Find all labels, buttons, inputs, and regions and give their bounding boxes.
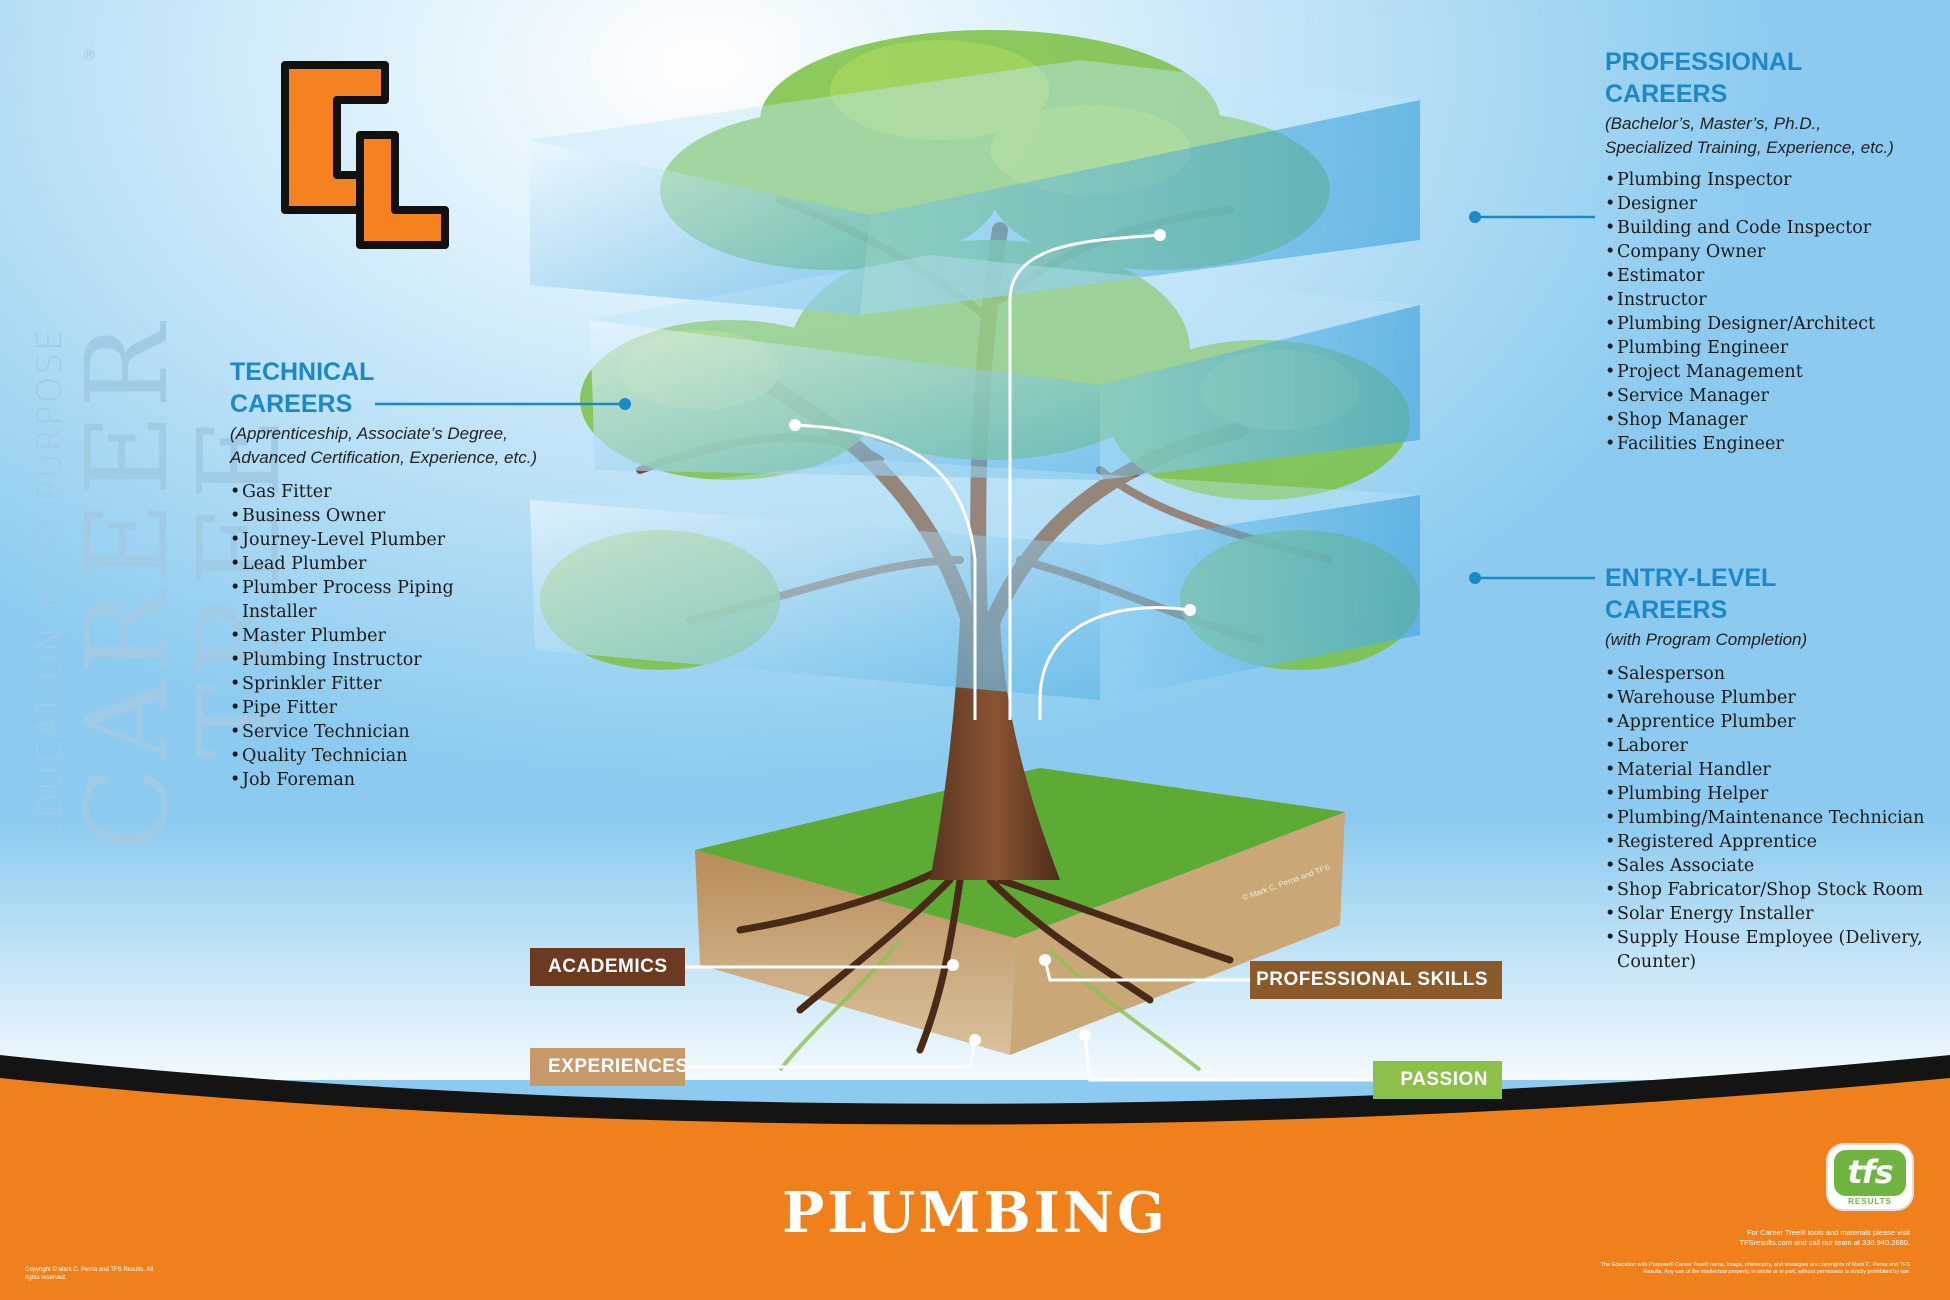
entry-heading-line2: CAREERS [1605,596,1728,624]
entry-subheading: (with Program Completion) [1605,628,1935,652]
root-label-professional-skills: PROFESSIONAL SKILLS [1250,961,1502,999]
list-item: Instructor [1605,288,1935,312]
list-item: Business Owner [230,504,490,528]
professional-heading-line1: PROFESSIONAL [1605,48,1803,76]
list-item: Apprentice Plumber [1605,710,1935,734]
technical-heading: TECHNICAL CAREERS [230,356,610,420]
root-label-experiences-text: EXPERIENCES [548,1056,689,1077]
list-item: Shop Fabricator/Shop Stock Room [1605,878,1935,902]
entry-sub-line1: (with Program Completion) [1605,630,1808,649]
list-item: Designer [1605,192,1935,216]
list-item: Gas Fitter [230,480,490,504]
list-item: Plumbing Instructor [230,648,490,672]
professional-career-list: Plumbing Inspector Designer Building and… [1605,168,1935,456]
entry-level-careers-block: ENTRY-LEVEL CAREERS (with Program Comple… [1605,562,1935,974]
professional-sub-line2: Specialized Training, Experience, etc.) [1605,138,1894,157]
list-item: Building and Code Inspector [1605,216,1935,240]
professional-careers-block: PROFESSIONAL CAREERS (Bachelor’s, Master… [1605,46,1935,456]
technical-subheading: (Apprenticeship, Associate’s Degree, Adv… [230,422,610,470]
professional-heading: PROFESSIONAL CAREERS [1605,46,1935,110]
footer-cta: For Career Tree® tools and materials ple… [1660,1228,1910,1248]
entry-heading: ENTRY-LEVEL CAREERS [1605,562,1935,626]
list-item: Service Technician [230,720,490,744]
footer-copyright: Copyright © Mark C. Perna and TFS Result… [25,1266,165,1282]
professional-heading-line2: CAREERS [1605,80,1728,108]
root-label-passion-text: PASSION [1400,1069,1488,1090]
entry-heading-line1: ENTRY-LEVEL [1605,564,1777,592]
footer-cta-line1: For Career Tree® tools and materials ple… [1746,1228,1910,1237]
tfs-results-logo: tfs RESULTS [1828,1145,1912,1209]
root-label-academics: ACADEMICS [530,948,685,986]
list-item: Facilities Engineer [1605,432,1935,456]
school-logo [281,61,449,249]
footer-cta-line2: TFSresults.com and call our team at 330.… [1739,1238,1910,1247]
career-tree-brand: EDUCATION WITH PURPOSE CAREER TREE [30,265,305,905]
technical-heading-line1: TECHNICAL [230,358,375,386]
footer-copyright-text: Copyright © Mark C. Perna and TFS Result… [25,1267,154,1281]
root-label-academics-text: ACADEMICS [548,956,668,977]
list-item: Service Manager [1605,384,1935,408]
list-item: Master Plumber [230,624,490,648]
list-item: Plumbing Engineer [1605,336,1935,360]
list-item: Salesperson [1605,662,1935,686]
list-item: Laborer [1605,734,1935,758]
list-item: Journey-Level Plumber [230,528,490,552]
list-item: Job Foreman [230,768,490,792]
tfs-logo-sub: RESULTS [1848,1197,1892,1206]
entry-career-list: Salesperson Warehouse Plumber Apprentice… [1605,662,1935,974]
list-item: Plumbing Inspector [1605,168,1935,192]
footer-legal: The Education with Purpose® Career Tree®… [1590,1262,1910,1276]
list-item: Quality Technician [230,744,490,768]
tier-technical [590,255,1420,480]
program-title: PLUMBING [782,1180,1168,1246]
list-item: Project Management [1605,360,1935,384]
trademark-mark: ® [82,48,96,64]
list-item: Lead Plumber [230,552,490,576]
list-item: Material Handler [1605,758,1935,782]
list-item: Sprinkler Fitter [230,672,490,696]
technical-sub-line2: Advanced Certification, Experience, etc.… [230,448,538,467]
technical-sub-line1: (Apprenticeship, Associate’s Degree, [230,424,508,443]
roots [736,866,1234,1054]
list-item: Estimator [1605,264,1935,288]
root-label-passion: PASSION [1373,1061,1502,1099]
professional-sub-line1: (Bachelor’s, Master’s, Ph.D., [1605,114,1822,133]
list-item: Plumbing Designer/Architect [1605,312,1935,336]
list-item: Plumbing/Maintenance Technician [1605,806,1935,830]
list-item: Registered Apprentice [1605,830,1935,854]
tfs-logo-mark: tfs [1834,1150,1906,1196]
list-item: Solar Energy Installer [1605,902,1935,926]
root-label-professional-skills-text: PROFESSIONAL SKILLS [1256,969,1488,990]
professional-subheading: (Bachelor’s, Master’s, Ph.D., Specialize… [1605,112,1935,160]
list-item: Plumber Process Piping Installer [230,576,490,624]
footer-legal-text: The Education with Purpose® Career Tree®… [1600,1262,1910,1275]
technical-career-list: Gas Fitter Business Owner Journey-Level … [230,480,490,792]
technical-careers-block: TECHNICAL CAREERS (Apprenticeship, Assoc… [230,356,610,792]
tier-professional [530,60,1420,315]
list-item: Warehouse Plumber [1605,686,1935,710]
technical-heading-line2: CAREERS [230,390,353,418]
list-item: Pipe Fitter [230,696,490,720]
list-item: Plumbing Helper [1605,782,1935,806]
list-item: Supply House Employee (Delivery, Counter… [1605,926,1935,974]
list-item: Sales Associate [1605,854,1935,878]
tier-entry [530,460,1420,700]
list-item: Company Owner [1605,240,1935,264]
list-item: Shop Manager [1605,408,1935,432]
root-label-experiences: EXPERIENCES [530,1048,688,1086]
